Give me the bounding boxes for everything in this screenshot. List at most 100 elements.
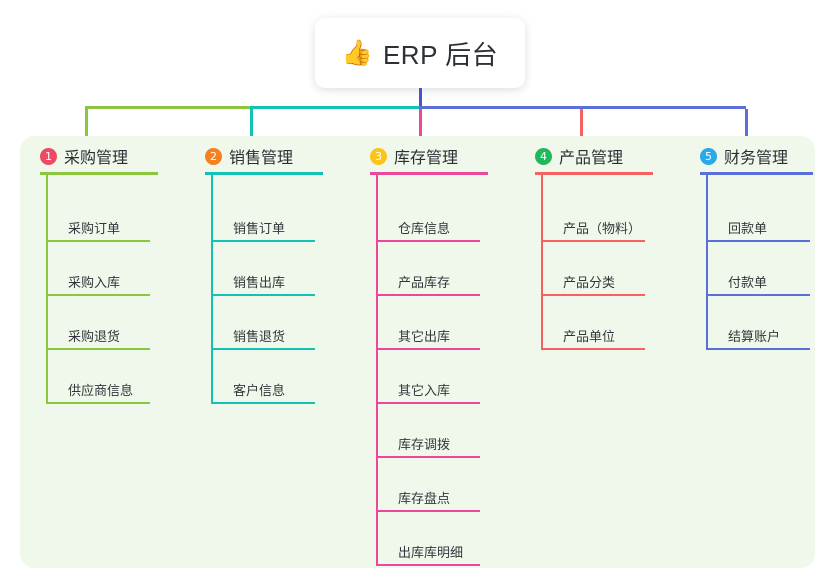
leaf-item-label: 产品库存 — [398, 275, 451, 290]
leaf-item-label: 仓库信息 — [398, 221, 451, 236]
root-node-title: ERP 后台 — [382, 39, 499, 70]
thumbs-up-icon: 👍 — [341, 38, 373, 67]
connector-bus-segment-1 — [85, 106, 251, 109]
leaf-item[interactable]: 出库库明细 — [376, 520, 480, 566]
connector-bus-segment-2 — [250, 106, 420, 109]
leaf-item-label: 销售出库 — [233, 275, 286, 290]
branch-index-badge: 1 — [40, 147, 57, 165]
leaf-item-underline — [376, 240, 480, 242]
branch-spine — [211, 175, 213, 404]
leaf-item-underline — [376, 564, 480, 566]
branch-spine — [541, 175, 543, 350]
leaf-item[interactable]: 采购入库 — [46, 250, 150, 296]
leaf-item-underline — [211, 348, 315, 350]
leaf-item-label: 销售订单 — [233, 221, 286, 236]
leaf-item-label: 回款单 — [728, 221, 768, 236]
leaf-item-label: 产品单位 — [563, 329, 616, 344]
leaf-item[interactable]: 销售退货 — [211, 304, 315, 350]
branch-header-rule — [40, 172, 158, 175]
branch-index-badge: 2 — [205, 147, 222, 165]
leaf-item-underline — [376, 294, 480, 296]
leaf-item-underline — [376, 510, 480, 512]
leaf-item[interactable]: 结算账户 — [706, 304, 810, 350]
branch-header-3[interactable]: 3 库存管理 — [370, 144, 458, 168]
leaf-item-underline — [541, 294, 645, 296]
connector-drop-4 — [580, 109, 583, 144]
branch-spine — [706, 175, 708, 350]
leaf-item-label: 其它入库 — [398, 383, 451, 398]
leaf-item-label: 采购退货 — [68, 329, 121, 344]
leaf-item-underline — [46, 348, 150, 350]
branch-header-1[interactable]: 1 采购管理 — [40, 144, 128, 168]
leaf-item-underline — [46, 240, 150, 242]
leaf-item[interactable]: 其它出库 — [376, 304, 480, 350]
leaf-item-label: 销售退货 — [233, 329, 286, 344]
leaf-item[interactable]: 产品（物料） — [541, 196, 645, 242]
branch-header-4[interactable]: 4 产品管理 — [535, 144, 623, 168]
leaf-item[interactable]: 产品单位 — [541, 304, 645, 350]
branch-header-2[interactable]: 2 销售管理 — [205, 144, 293, 168]
leaf-item-label: 供应商信息 — [68, 383, 134, 398]
leaf-item-underline — [541, 348, 645, 350]
leaf-item[interactable]: 销售订单 — [211, 196, 315, 242]
connector-drop-3 — [419, 109, 422, 144]
leaf-item[interactable]: 采购订单 — [46, 196, 150, 242]
leaf-item-label: 采购入库 — [68, 275, 121, 290]
leaf-item[interactable]: 采购退货 — [46, 304, 150, 350]
connector-drop-1 — [85, 109, 88, 144]
leaf-item-underline — [211, 240, 315, 242]
leaf-item[interactable]: 回款单 — [706, 196, 810, 242]
leaf-item[interactable]: 库存盘点 — [376, 466, 480, 512]
connector-drop-2 — [250, 109, 253, 144]
branches-panel: 1 采购管理采购订单采购入库采购退货供应商信息 2 销售管理销售订单销售出库销售退货客… — [20, 136, 815, 568]
leaf-item-label: 产品分类 — [563, 275, 616, 290]
leaf-item-underline — [706, 348, 810, 350]
leaf-item[interactable]: 库存调拨 — [376, 412, 480, 458]
root-connector-stem — [419, 88, 422, 108]
leaf-item-label: 库存调拨 — [398, 437, 451, 452]
leaf-item-underline — [376, 456, 480, 458]
branch-title: 库存管理 — [394, 150, 459, 167]
leaf-item[interactable]: 供应商信息 — [46, 358, 150, 404]
branch-index-badge: 3 — [370, 147, 387, 165]
leaf-item[interactable]: 客户信息 — [211, 358, 315, 404]
leaf-item-label: 付款单 — [728, 275, 768, 290]
connector-bus-segment-3 — [419, 106, 746, 109]
branch-header-5[interactable]: 5 财务管理 — [700, 144, 788, 168]
leaf-item-underline — [46, 402, 150, 404]
leaf-item-underline — [706, 294, 810, 296]
leaf-item[interactable]: 付款单 — [706, 250, 810, 296]
leaf-item-label: 其它出库 — [398, 329, 451, 344]
leaf-item-underline — [376, 348, 480, 350]
leaf-item-label: 出库库明细 — [398, 545, 464, 560]
leaf-item-underline — [46, 294, 150, 296]
leaf-item[interactable]: 销售出库 — [211, 250, 315, 296]
leaf-item-underline — [211, 294, 315, 296]
leaf-item-label: 库存盘点 — [398, 491, 451, 506]
branch-title: 产品管理 — [559, 150, 624, 167]
branch-spine — [376, 175, 378, 566]
branch-index-badge: 5 — [700, 147, 717, 165]
leaf-item[interactable]: 仓库信息 — [376, 196, 480, 242]
branch-header-rule — [205, 172, 323, 175]
leaf-item-underline — [541, 240, 645, 242]
branch-title: 采购管理 — [64, 150, 129, 167]
branch-title: 财务管理 — [724, 150, 789, 167]
branch-header-rule — [535, 172, 653, 175]
leaf-item-label: 产品（物料） — [563, 221, 642, 236]
leaf-item-underline — [211, 402, 315, 404]
leaf-item-label: 客户信息 — [233, 383, 286, 398]
leaf-item-underline — [376, 402, 480, 404]
leaf-item[interactable]: 产品分类 — [541, 250, 645, 296]
branch-header-rule — [700, 172, 813, 175]
root-node-card[interactable]: 👍 ERP 后台 — [315, 18, 525, 88]
branch-header-rule — [370, 172, 488, 175]
leaf-item[interactable]: 其它入库 — [376, 358, 480, 404]
branch-index-badge: 4 — [535, 147, 552, 165]
leaf-item[interactable]: 产品库存 — [376, 250, 480, 296]
branch-title: 销售管理 — [229, 150, 294, 167]
leaf-item-label: 采购订单 — [68, 221, 121, 236]
branch-spine — [46, 175, 48, 404]
connector-drop-5 — [745, 109, 748, 144]
